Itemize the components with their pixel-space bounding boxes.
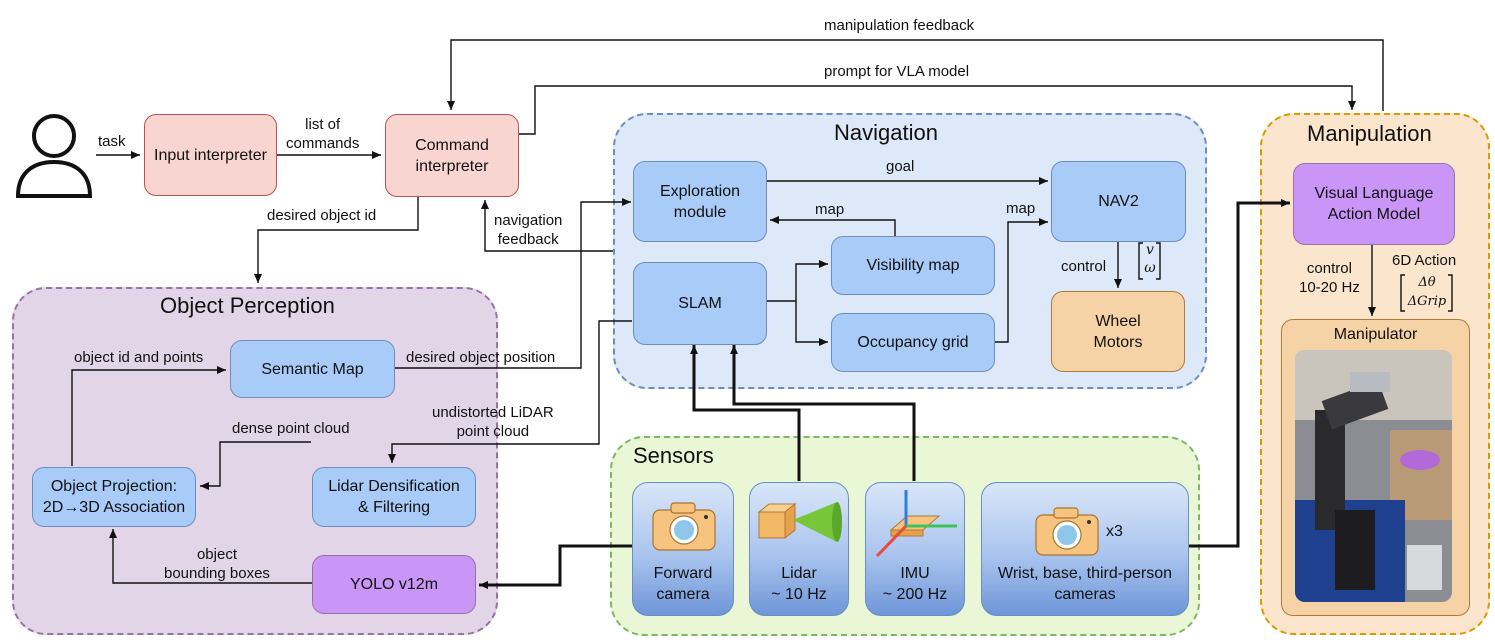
slam-box: SLAM — [633, 262, 767, 345]
task-label: task — [98, 133, 126, 150]
velocity-vector-brackets — [1138, 242, 1161, 280]
edge-navigation-feedback — [481, 200, 613, 252]
manipulation-title: Manipulation — [1307, 121, 1432, 146]
yolo-box: YOLO v12m — [312, 555, 476, 614]
edge-prompt-for-vla — [519, 85, 1356, 135]
velocity-bottom: ω — [1144, 260, 1156, 276]
wheel-motors-box: Wheel Motors — [1051, 291, 1185, 372]
edge-object-id-and-points — [71, 366, 226, 466]
nav2-box: NAV2 — [1051, 161, 1186, 242]
edge-map-to-exploration — [770, 216, 896, 236]
manipulator-photo — [1295, 350, 1452, 602]
control-arm-label: control 10-20 Hz — [1299, 260, 1360, 296]
action-bottom: ΔGrip — [1407, 294, 1447, 309]
edge-cameras-to-vla — [1189, 199, 1290, 548]
lidar-densification-box: Lidar Densification & Filtering — [312, 467, 476, 527]
input-interpreter-box: Input interpreter — [144, 114, 277, 196]
edge-desired-object-id — [254, 197, 419, 283]
edge-object-bounding-boxes — [109, 529, 312, 584]
desired-object-position-label: desired object position — [406, 349, 556, 366]
semantic-map-box: Semantic Map — [230, 340, 395, 398]
camera-count-label: x3 — [1106, 523, 1123, 540]
action-top: Δθ — [1418, 275, 1436, 290]
edge-imu-to-slam — [730, 345, 916, 481]
imu-icon — [875, 490, 957, 558]
edge-map-to-nav2 — [995, 218, 1048, 343]
edge-slam-to-occupancy — [795, 301, 828, 346]
action-vector-brackets — [1400, 274, 1453, 312]
object-bounding-boxes-label: object bounding boxes — [164, 546, 270, 582]
command-interpreter-box: Command interpreter — [385, 114, 519, 197]
desired-object-id-label: desired object id — [267, 207, 377, 224]
camera-icon — [652, 502, 716, 551]
object-id-and-points-label: object id and points — [74, 349, 204, 366]
user-icon — [15, 114, 93, 198]
edge-lidar-to-slam — [690, 345, 801, 481]
control-wheels-label: control — [1061, 258, 1107, 275]
edge-undistorted-lidar — [388, 320, 632, 463]
map-to-nav2-label: map — [1006, 200, 1036, 217]
edge-manipulation-feedback — [447, 39, 1384, 111]
exploration-module-box: Exploration module — [633, 161, 767, 242]
manipulation-feedback-label: manipulation feedback — [824, 17, 975, 34]
prompt-for-vla-label: prompt for VLA model — [824, 63, 970, 80]
manipulator-label: Manipulator — [1333, 326, 1418, 343]
list-of-commands-label: list of commands — [286, 116, 360, 152]
object-perception-title: Object Perception — [160, 293, 335, 318]
vla-model-box: Visual Language Action Model — [1293, 163, 1455, 245]
visibility-map-box: Visibility map — [831, 236, 995, 295]
action-6d-label: 6D Action — [1392, 252, 1457, 269]
navigation-title: Navigation — [834, 120, 938, 145]
lidar-icon — [757, 502, 842, 542]
imu-box: IMU ~ 200 Hz — [865, 482, 965, 616]
edge-slam-to-visibility — [767, 260, 828, 302]
object-projection-box: Object Projection: 2D→3D Association — [32, 467, 196, 527]
sensors-title: Sensors — [633, 443, 714, 468]
navigation-feedback-label: navigation feedback — [494, 212, 563, 248]
goal-label: goal — [886, 158, 915, 175]
edge-dense-point-cloud — [200, 441, 311, 490]
wrist-camera-icon — [1035, 507, 1099, 556]
velocity-top: v — [1146, 242, 1154, 258]
undistorted-lidar-label: undistorted LiDAR point cloud — [432, 404, 554, 440]
occupancy-grid-box: Occupancy grid — [831, 313, 995, 372]
dense-point-cloud-label: dense point cloud — [232, 420, 350, 437]
map-to-exploration-label: map — [815, 201, 845, 218]
edge-desired-object-position — [395, 198, 631, 369]
edge-camera-to-yolo — [479, 544, 632, 589]
